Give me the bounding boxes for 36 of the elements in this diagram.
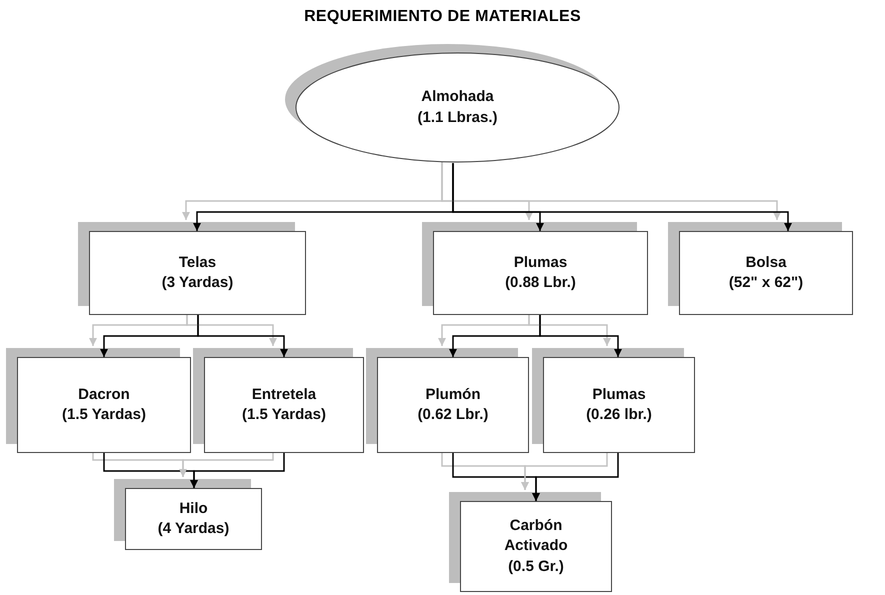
arrow <box>452 163 792 231</box>
diagram-title: REQUERIMIENTO DE MATERIALES <box>303 8 582 26</box>
material-quantity: (1.5 Yardas) <box>242 405 326 425</box>
material-name: Plumas <box>592 384 646 405</box>
material-box <box>89 231 306 315</box>
material-box <box>679 231 853 315</box>
material-box <box>460 501 612 592</box>
material-box <box>17 357 191 453</box>
material-quantity: (1.1 Lbras.) <box>417 108 498 128</box>
material-quantity: (1.5 Yardas) <box>62 405 146 425</box>
material-name: Entretela <box>252 384 316 405</box>
material-box <box>125 488 262 550</box>
arrow <box>197 315 288 357</box>
material-quantity: (0.5 Gr.) <box>508 556 564 577</box>
material-box <box>433 231 648 315</box>
arrow <box>539 315 622 357</box>
ellipse-node <box>295 52 620 163</box>
arrow <box>190 453 285 488</box>
material-box <box>377 357 529 453</box>
material-quantity: (0.88 Lbr.) <box>505 273 576 293</box>
material-name: Hilo <box>179 498 208 519</box>
material-name: Almohada <box>421 87 494 108</box>
material-box <box>543 357 695 453</box>
material-name: Telas <box>178 252 216 273</box>
material-name: Bolsa <box>746 252 786 273</box>
material-box <box>204 357 364 453</box>
arrow <box>532 453 619 501</box>
material-quantity: (3 Yardas) <box>162 273 234 293</box>
material-name: Plumón <box>426 384 480 405</box>
material-quantity: (52" x 62") <box>728 273 804 293</box>
material-name: Dacron <box>78 384 130 405</box>
material-quantity: (0.26 lbr.) <box>586 405 652 425</box>
material-name: Carbón Activado <box>503 516 569 556</box>
material-name: Plumas <box>514 252 568 273</box>
material-quantity: (0.62 Lbr.) <box>418 405 488 425</box>
material-quantity: (4 Yardas) <box>158 519 230 539</box>
